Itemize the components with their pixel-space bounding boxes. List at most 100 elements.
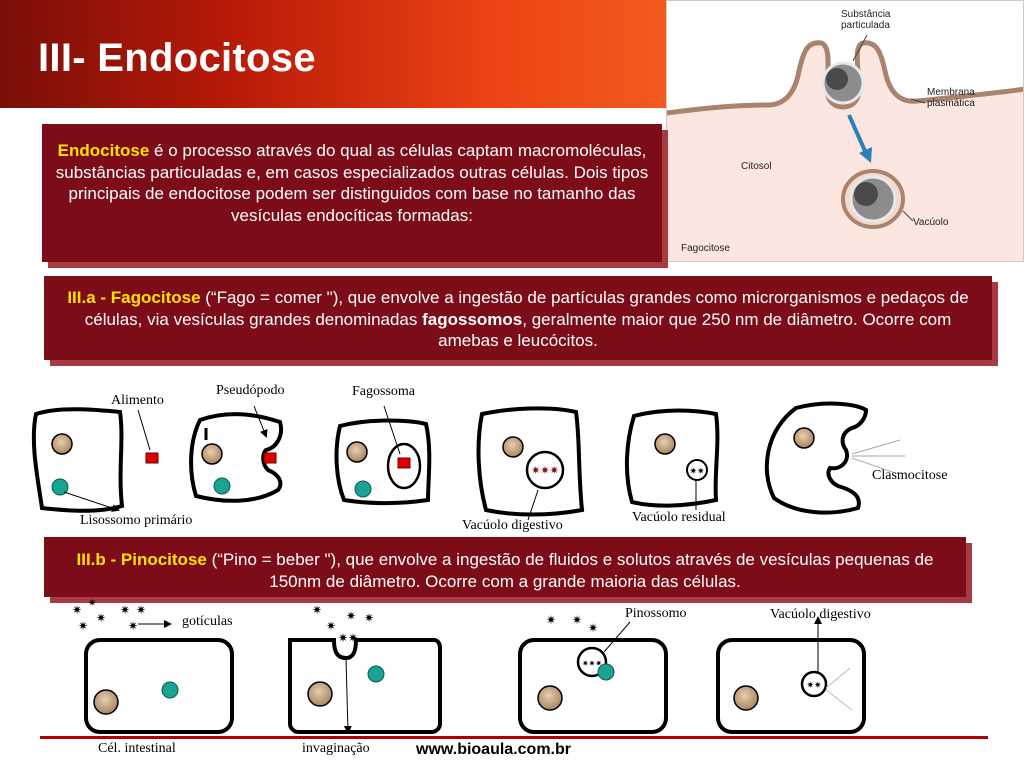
- cell-2-nucleus: [201, 443, 223, 465]
- intestinal-cell-1-nucleus: [93, 689, 119, 715]
- intro-paragraph: Endocitose é o processo através do qual …: [42, 124, 662, 226]
- food-particle-2: [263, 452, 277, 464]
- phagocytosis-illustration: Substância particulada Membrana plasmáti…: [666, 0, 1024, 262]
- cell-3-lysosome: [354, 480, 372, 498]
- residual-contents-icon: ✷✷: [689, 467, 705, 477]
- food-particle-1: [145, 452, 159, 464]
- label-pino-vacuolo: Vacúolo digestivo: [770, 607, 871, 622]
- droplet-icon: ✷✷: [338, 631, 358, 645]
- cell-1-lysosome: [51, 478, 69, 496]
- phagocytosis-sequence: ✷✷✷ ✷✷: [31, 401, 905, 521]
- droplet-icon: ✷: [72, 603, 82, 617]
- fagocitose-text-2: , geralmente maior que 250 nm de diâmetr…: [438, 309, 952, 351]
- intestinal-cell-2-nucleus: [307, 681, 333, 707]
- cell-3-nucleus: [346, 441, 368, 463]
- cell-1-nucleus: [51, 433, 73, 455]
- particle-top-core: [826, 68, 848, 90]
- label-citosol: Citosol: [741, 161, 772, 172]
- leader-pinossomo: [603, 621, 631, 653]
- cell-4: [476, 406, 585, 517]
- fagocitose-heading: III.a - Fagocitose: [67, 288, 201, 307]
- label-goticulas: gotículas: [182, 614, 233, 629]
- intestinal-cell-3-lysosome: [597, 663, 615, 681]
- plasma-membrane: [667, 40, 1023, 116]
- label-pseudopodo: Pseudópodo: [216, 383, 285, 398]
- leader-substancia: [852, 34, 868, 62]
- droplet-icon: ✷: [572, 613, 582, 627]
- food-particle-3: [397, 457, 411, 469]
- droplet-icon: ✷: [88, 598, 96, 609]
- leader-lisossomo: [63, 491, 120, 512]
- cell-5: [624, 408, 720, 508]
- pinocitose-paragraph: III.b - Pinocitose (“Pino = beber "), qu…: [44, 537, 966, 592]
- label-alimento: Alimento: [111, 393, 164, 408]
- digestive-vacuole: [525, 450, 565, 490]
- label-cel-intestinal: Cél. intestinal: [98, 741, 176, 756]
- cell-5-nucleus: [654, 433, 676, 455]
- droplet-icon: ✷: [588, 621, 598, 635]
- leader-vacuolo-digestivo: [527, 489, 539, 521]
- label-membrana: Membrana plasmática: [927, 87, 975, 109]
- pinocytosis-sequence: ✷ ✷ ✷ ✷ ✷ ✷ ✷ ✷ ✷ ✷ ✷ ✷✷ ✷ ✷ ✷ ✷✷✷ ✷✷: [72, 598, 866, 734]
- intestinal-cell-1: [84, 638, 234, 734]
- intestinal-cell-4: [716, 638, 866, 734]
- transition-arrowhead: [859, 147, 872, 163]
- label-pinossomo: Pinossomo: [625, 606, 687, 621]
- extracellular-space: [667, 1, 1023, 113]
- page-title: III- Endocitose: [38, 36, 316, 80]
- leader-alimento: [137, 409, 151, 451]
- label-vacuolo-residual: Vacúolo residual: [632, 510, 726, 525]
- leader-membrana: [910, 98, 926, 104]
- particle-in-vacuole-core: [854, 182, 878, 206]
- pinocitose-heading: III.b - Pinocitose: [76, 550, 207, 569]
- label-clasmocitose: Clasmocitose: [872, 468, 948, 483]
- fagocitose-box: III.a - Fagocitose (“Fago = comer "), qu…: [44, 276, 992, 360]
- fagocitose-paragraph: III.a - Fagocitose (“Fago = comer "), qu…: [44, 276, 992, 352]
- label-fagossoma: Fagossoma: [352, 384, 415, 399]
- droplet-icon: ✷: [546, 613, 556, 627]
- pinosome-contents-icon: ✷✷✷: [582, 659, 602, 668]
- leader-pseudopodo: [253, 405, 268, 438]
- label-vacuolo-digestivo: Vacúolo digestivo: [462, 518, 563, 533]
- droplet-icon: ✷: [312, 603, 322, 617]
- pinocitose-text: (“Pino = beber "), que envolve a ingestã…: [206, 550, 934, 591]
- cell-2-lysosome: [213, 477, 231, 495]
- label-vacuolo: Vacúolo: [913, 217, 949, 228]
- fagocitose-text-1: (“Fago = comer "), que envolve a ingestã…: [84, 288, 969, 329]
- phagocytosis-drawing: [667, 1, 1023, 229]
- droplet-icon: ✷: [128, 619, 138, 633]
- intestinal-cell-3-nucleus: [537, 685, 563, 711]
- transition-arrow: [847, 114, 867, 152]
- ray-1: [825, 667, 851, 689]
- droplet-icon: ✷: [96, 611, 106, 625]
- cell-6: [764, 401, 869, 515]
- intro-term: Endocitose: [57, 141, 150, 160]
- cell-6-nucleus: [793, 427, 815, 449]
- droplet-icon: ✷: [136, 603, 146, 617]
- droplet-icon: ✷: [78, 619, 88, 633]
- title-banner: III- Endocitose: [0, 0, 666, 108]
- fagocitose-bold: fagossomos: [422, 309, 523, 329]
- pino-vacuole-contents-icon: ✷✷: [806, 681, 822, 691]
- droplet-icon: ✷: [120, 603, 130, 617]
- label-substancia: Substância particulada: [841, 9, 891, 31]
- expulsion-line-3: [851, 457, 899, 475]
- intro-box: Endocitose é o processo através do qual …: [42, 124, 662, 262]
- cell-4-nucleus: [502, 436, 524, 458]
- pino-digestive-vacuole: [800, 670, 828, 698]
- droplet-icon: ✷: [326, 619, 336, 633]
- cell-1: [31, 407, 125, 513]
- label-lisossomo: Lisossomo primário: [80, 513, 193, 528]
- intestinal-cell-2: [288, 638, 442, 734]
- phagosome: [386, 442, 422, 490]
- cell-3: [334, 418, 432, 505]
- website-link[interactable]: www.bioaula.com.br: [416, 741, 571, 758]
- intestinal-cell-1-lysosome: [161, 681, 179, 699]
- cell-2: [189, 412, 283, 503]
- leader-fagossoma: [383, 405, 401, 455]
- vacuole-contents-icon: ✷✷✷: [531, 464, 559, 477]
- label-invaginacao: invaginação: [302, 741, 370, 756]
- intestinal-cell-2-lysosome: [367, 665, 385, 683]
- residual-vacuole: [686, 459, 708, 481]
- footer-divider: [40, 736, 988, 739]
